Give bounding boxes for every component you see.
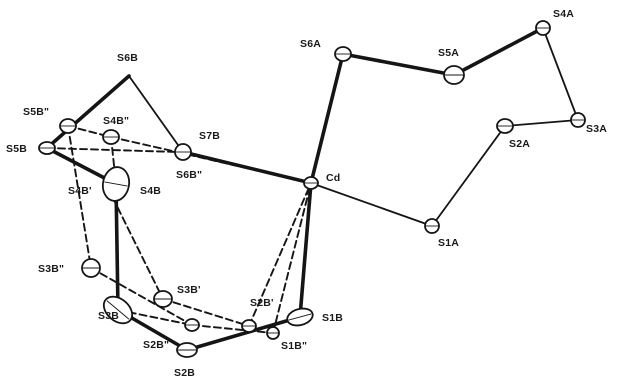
- bond-s1bpp-cd: [272, 182, 312, 334]
- atom-s6a: [334, 46, 352, 62]
- label-s6bpp: S6B": [176, 169, 202, 181]
- bond-s6bpp-cd: [176, 151, 312, 184]
- label-s3bpp: S3B": [38, 263, 64, 275]
- atom-s5b: [38, 141, 56, 155]
- bond-cd-s6a: [309, 52, 345, 185]
- bond-s5b-s4bp: [46, 147, 104, 179]
- bond-s3bp-s2bp: [162, 298, 250, 327]
- label-s2a: S2A: [509, 138, 530, 150]
- label-s3bp: S3B': [177, 284, 201, 296]
- atom-s3b-principal-axis: [106, 300, 130, 320]
- atom-s4bpp: [102, 129, 120, 145]
- atom-s1b-principal-axis: [288, 313, 312, 321]
- label-s4b: S4B: [140, 185, 161, 197]
- label-s5a: S5A: [438, 47, 459, 59]
- label-s2bpp: S2B": [143, 339, 169, 351]
- bond-s2bpp-s1bpp: [191, 324, 274, 334]
- bond-s3bpp-s2bpp: [90, 267, 193, 326]
- bond-s3a-s2a: [504, 119, 579, 127]
- atom-s3a: [570, 112, 586, 128]
- label-s5bpp: S5B": [23, 106, 49, 118]
- atom-s3b: [102, 295, 134, 325]
- atom-layer: [38, 20, 586, 358]
- bond-s2b-s1b: [185, 315, 302, 352]
- atom-s2a: [496, 118, 514, 134]
- label-s2b: S2B: [174, 367, 195, 379]
- label-s4a: S4A: [553, 8, 574, 20]
- atom-s1a: [424, 218, 440, 234]
- bond-s5b-s6bpp: [46, 147, 178, 153]
- atom-s2b: [176, 342, 198, 358]
- bond-s4b-s3b: [114, 182, 120, 312]
- atom-s1bpp: [266, 326, 280, 340]
- atom-s2bp: [241, 319, 257, 333]
- atom-s5a: [443, 65, 465, 85]
- label-s1bpp: S1B": [281, 340, 307, 352]
- label-s3a: S3A: [586, 123, 607, 135]
- bond-s2a-s1a: [431, 125, 506, 227]
- bond-s1b-cd: [298, 181, 313, 319]
- label-s1b: S1B: [322, 312, 343, 324]
- bond-s4bpp-s6bpp: [110, 136, 178, 153]
- bond-s2bp-cd: [248, 182, 312, 327]
- bond-s4a-s3a: [542, 27, 579, 121]
- bond-s6b-s5b: [45, 74, 131, 150]
- atom-s4b-principal-axis: [104, 181, 128, 187]
- label-s1a: S1A: [438, 237, 459, 249]
- atom-s5bpp: [59, 118, 77, 134]
- bond-s7b-s6b: [128, 75, 184, 153]
- atom-s3bpp: [81, 258, 101, 278]
- atom-s4a: [535, 20, 551, 36]
- atom-s3bp: [153, 290, 173, 308]
- label-s6a: S6A: [300, 38, 321, 50]
- bond-s5bpp-s3bpp: [67, 125, 92, 269]
- label-s6b: S6B: [117, 52, 138, 64]
- label-s2bp: S2B': [250, 297, 274, 309]
- bond-s1a-cd: [310, 182, 433, 227]
- label-s3b: S3B: [98, 310, 119, 322]
- atom-cd: [303, 176, 319, 190]
- atom-s7b: [174, 143, 192, 161]
- atom-s1b: [286, 307, 314, 327]
- bond-layer: [45, 26, 579, 352]
- bond-s5a-s4a: [452, 26, 545, 77]
- label-cd: Cd: [326, 172, 340, 184]
- label-s5b: S5B: [6, 143, 27, 155]
- label-s4bpp: S4B": [103, 115, 129, 127]
- label-s4bp: S4B': [68, 185, 92, 197]
- bond-s6a-s5a: [341, 52, 456, 77]
- label-s7b: S7B: [199, 130, 220, 142]
- atom-s2bpp: [184, 318, 200, 332]
- atom-s4b: [101, 166, 131, 202]
